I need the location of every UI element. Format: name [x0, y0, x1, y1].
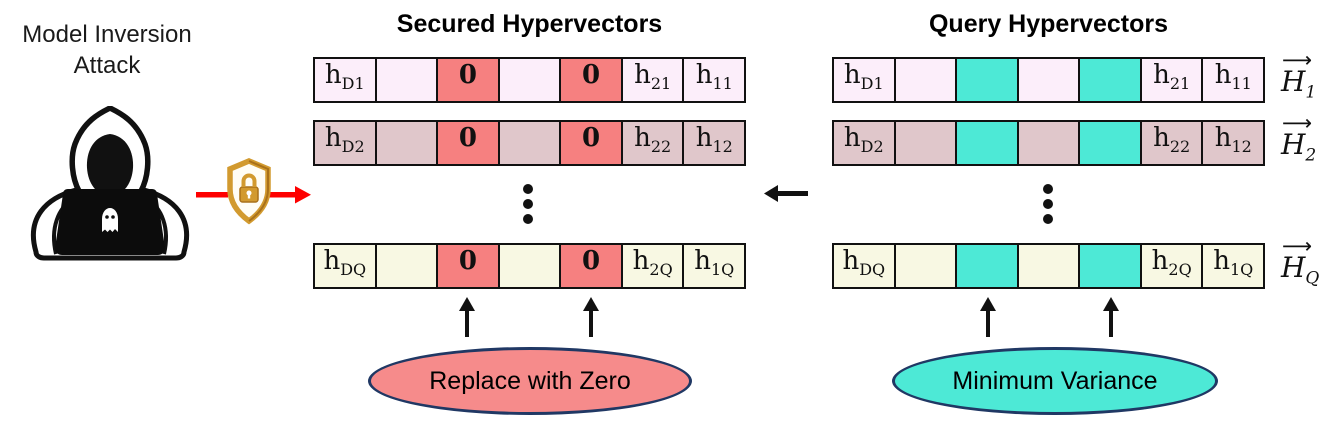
cell-h12: h12: [684, 122, 745, 164]
attack-label-line2: Attack: [73, 52, 141, 79]
cell-blank: [499, 59, 562, 101]
vector-label-H1: ⟶ H1: [1281, 48, 1329, 108]
minimum-variance-callout: Minimum Variance: [892, 347, 1218, 415]
cell-hD1: hD1: [315, 59, 377, 101]
ghost-logo-icon: [102, 208, 118, 232]
cell-hD1: hD1: [834, 59, 896, 101]
cell-h21: h21: [622, 59, 685, 101]
cell-blank: [376, 245, 439, 287]
min-variance-cell: [1080, 245, 1142, 287]
attack-arrow-icon: [196, 186, 311, 204]
cell-hDQ: hDQ: [834, 245, 896, 287]
query-row-1: hD1 h21 h11: [832, 57, 1265, 103]
cell-blank: [1018, 245, 1081, 287]
cell-blank: [499, 122, 562, 164]
cell-blank: [895, 245, 958, 287]
secured-row-1: hD1 0 0 h21 h11: [313, 57, 746, 103]
cell-h11: h11: [1203, 59, 1264, 101]
query-row-2: hD2 h22 h12: [832, 120, 1265, 166]
vertical-ellipsis-icon: [1043, 184, 1053, 224]
secured-hypervectors-title: Secured Hypervectors: [396, 10, 663, 38]
masked-zero-cell: 0: [561, 122, 623, 164]
masked-zero-cell: 0: [438, 59, 500, 101]
cell-blank: [895, 59, 958, 101]
masked-zero-cell: 0: [438, 122, 500, 164]
min-variance-cell: [957, 122, 1019, 164]
cell-h2Q: h2Q: [622, 245, 685, 287]
cell-h12: h12: [1203, 122, 1264, 164]
cell-blank: [895, 122, 958, 164]
hacker-icon: [30, 106, 190, 261]
up-arrow-icon: [1103, 297, 1119, 337]
up-arrow-icon: [980, 297, 996, 337]
cell-h22: h22: [1141, 122, 1204, 164]
cell-hD2: hD2: [834, 122, 896, 164]
min-variance-cell: [1080, 122, 1142, 164]
min-variance-cell: [957, 245, 1019, 287]
cell-blank: [499, 245, 562, 287]
cell-h1Q: h1Q: [684, 245, 745, 287]
cell-h1Q: h1Q: [1203, 245, 1264, 287]
secured-row-q: hDQ 0 0 h2Q h1Q: [313, 243, 746, 289]
vertical-ellipsis-icon: [523, 184, 533, 224]
vector-arrow-icon: ⟶: [1282, 48, 1313, 72]
cell-hD2: hD2: [315, 122, 377, 164]
query-row-q: hDQ h2Q h1Q: [832, 243, 1265, 289]
masked-zero-cell: 0: [561, 245, 623, 287]
replace-with-zero-label: Replace with Zero: [429, 366, 631, 395]
vector-arrow-icon: ⟶: [1282, 111, 1313, 135]
cell-blank: [376, 59, 439, 101]
cell-blank: [1018, 59, 1081, 101]
cell-h21: h21: [1141, 59, 1204, 101]
query-hypervectors-title: Query Hypervectors: [928, 10, 1168, 38]
masked-zero-cell: 0: [561, 59, 623, 101]
masked-zero-cell: 0: [438, 245, 500, 287]
left-arrow-icon: [764, 185, 808, 202]
up-arrow-icon: [583, 297, 599, 337]
replace-with-zero-callout: Replace with Zero: [368, 347, 692, 415]
vector-label-HQ: ⟶ HQ: [1281, 234, 1329, 294]
cell-blank: [376, 122, 439, 164]
vector-arrow-icon: ⟶: [1282, 234, 1313, 258]
min-variance-cell: [1080, 59, 1142, 101]
cell-hDQ: hDQ: [315, 245, 377, 287]
minimum-variance-label: Minimum Variance: [952, 366, 1158, 395]
cell-h22: h22: [622, 122, 685, 164]
secured-row-2: hD2 0 0 h22 h12: [313, 120, 746, 166]
model-inversion-attack-label: Model Inversion Attack: [8, 19, 206, 81]
attack-label-line1: Model Inversion: [22, 21, 192, 48]
min-variance-cell: [957, 59, 1019, 101]
cell-h11: h11: [684, 59, 745, 101]
shield-lock-icon: [227, 158, 271, 225]
cell-blank: [1018, 122, 1081, 164]
vector-label-H2: ⟶ H2: [1281, 111, 1329, 171]
cell-h2Q: h2Q: [1141, 245, 1204, 287]
up-arrow-icon: [459, 297, 475, 337]
